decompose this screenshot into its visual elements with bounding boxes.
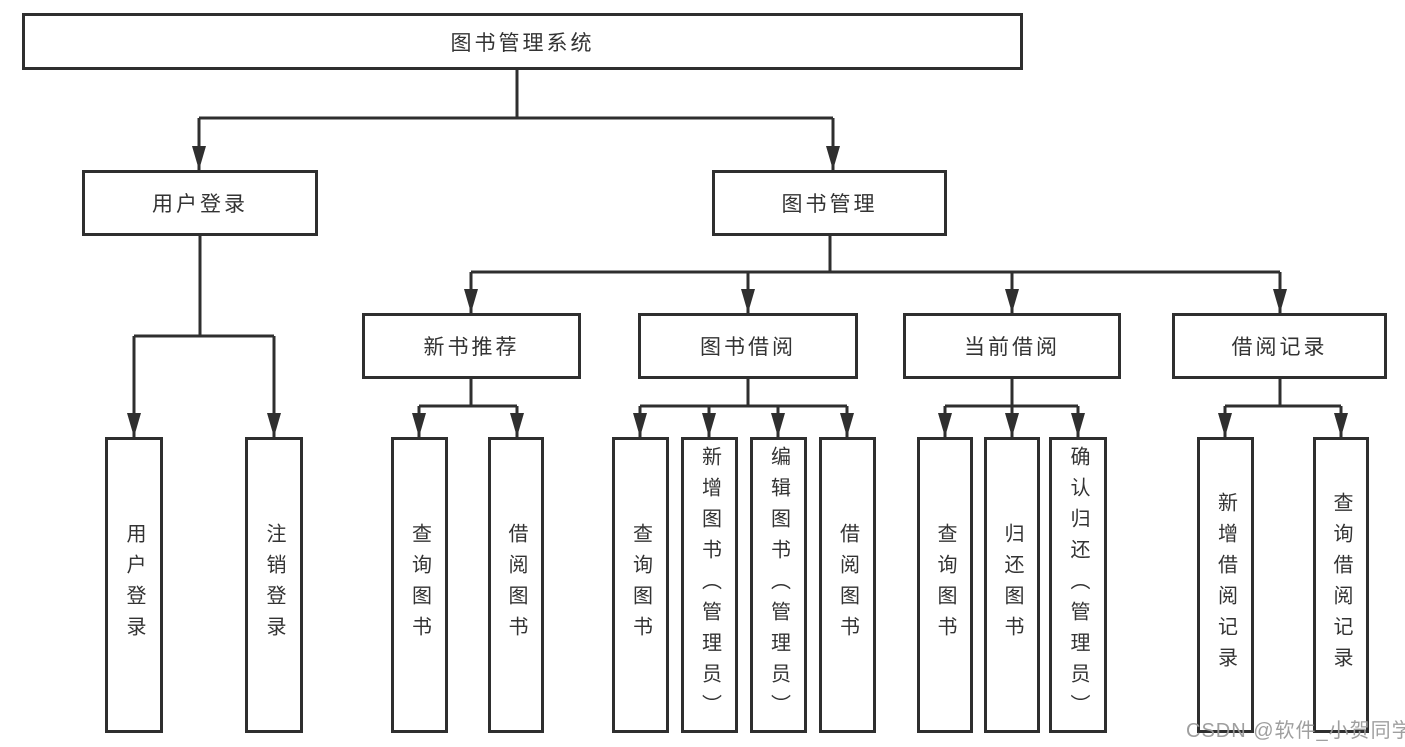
leaf-return-book: 归还图书 [984,437,1040,733]
leaf-borrow-book: 借阅图书 [819,437,876,733]
leaf-borrow-query-books: 查询图书 [612,437,669,733]
leaf-query-borrow-record: 查询借阅记录 [1313,437,1369,733]
leaf-confirm-return-admin: 确认归还（管理员） [1049,437,1107,733]
leaf-current-query-books: 查询图书 [917,437,973,733]
node-root-system: 图书管理系统 [22,13,1023,70]
leaf-recommend-query-books: 查询图书 [391,437,448,733]
node-book-management: 图书管理 [712,170,947,236]
node-new-book-recommend: 新书推荐 [362,313,581,379]
leaf-add-book-admin: 新增图书（管理员） [681,437,738,733]
node-current-borrow: 当前借阅 [903,313,1121,379]
node-borrow-records: 借阅记录 [1172,313,1387,379]
leaf-recommend-borrow-books: 借阅图书 [488,437,544,733]
csdn-watermark: CSDN @软件_小贺同学 [1186,720,1405,742]
node-user-login: 用户登录 [82,170,318,236]
leaf-edit-book-admin: 编辑图书（管理员） [750,437,807,733]
leaf-add-borrow-record: 新增借阅记录 [1197,437,1254,733]
leaf-logout: 注销登录 [245,437,303,733]
leaf-user-login: 用户登录 [105,437,163,733]
node-book-borrow: 图书借阅 [638,313,858,379]
